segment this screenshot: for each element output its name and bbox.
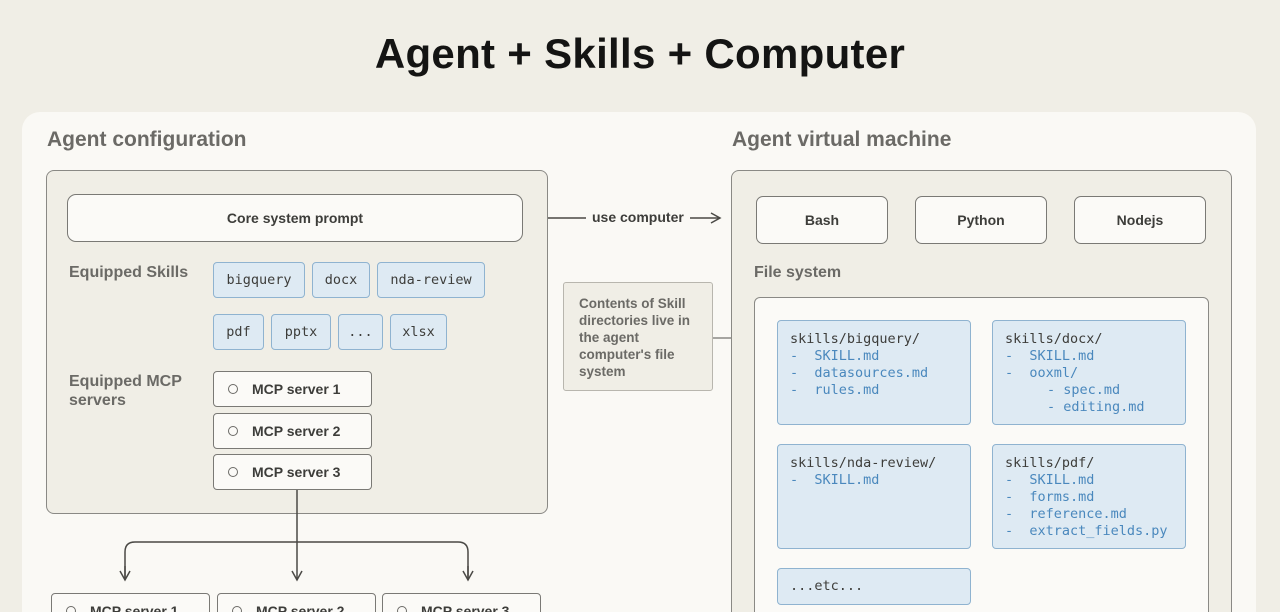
page-title: Agent + Skills + Computer	[374, 30, 906, 77]
mcp-server-label: MCP server 3	[421, 603, 510, 612]
directory-name: skills/pdf/	[1005, 455, 1095, 471]
skill-directory-etc: ...etc...	[777, 568, 971, 605]
external-mcp-server: MCP server 1	[51, 593, 210, 612]
file-entry: - ooxml/	[1005, 365, 1079, 381]
mcp-server-label: MCP server 2	[252, 423, 341, 439]
mcp-server-label: MCP server 2	[256, 603, 345, 612]
directory-name: ...etc...	[790, 578, 864, 594]
skill-directory-bigquery: skills/bigquery/ - SKILL.md - datasource…	[777, 320, 971, 425]
circle-icon	[232, 606, 242, 612]
skill-chip-docx: docx	[312, 262, 370, 298]
mcp-server-item: MCP server 1	[213, 371, 372, 407]
directory-name: skills/docx/	[1005, 331, 1103, 347]
external-mcp-server: MCP server 2	[217, 593, 376, 612]
skill-chip-nda-review: nda-review	[377, 262, 485, 298]
file-entry: - SKILL.md	[790, 472, 880, 488]
core-system-prompt: Core system prompt	[67, 194, 523, 242]
file-entry: - editing.md	[1047, 399, 1145, 415]
mcp-fanout-branches	[124, 541, 469, 580]
circle-icon	[228, 467, 238, 477]
mcp-server-label: MCP server 1	[252, 381, 341, 397]
equipped-skills-label: Equipped Skills	[69, 264, 189, 281]
circle-icon	[66, 606, 76, 612]
file-entry: - SKILL.md	[1005, 472, 1095, 488]
equipped-mcp-servers-label: Equipped MCP servers	[69, 373, 182, 409]
circle-icon	[228, 384, 238, 394]
skill-directory-docx: skills/docx/ - SKILL.md - ooxml/ - spec.…	[992, 320, 1186, 425]
skill-chip-pdf: pdf	[213, 314, 264, 350]
mcp-server-item: MCP server 3	[213, 454, 372, 490]
skill-chip-bigquery: bigquery	[213, 262, 305, 298]
skill-directory-pdf: skills/pdf/ - SKILL.md - forms.md - refe…	[992, 444, 1186, 549]
file-entry: - reference.md	[1005, 506, 1127, 522]
mcp-server-item: MCP server 2	[213, 413, 372, 449]
agent-configuration-heading: Agent configuration	[47, 128, 247, 151]
file-system-label: File system	[754, 264, 842, 281]
skill-directories-note: Contents of Skill directories live in th…	[563, 282, 713, 391]
runtime-python: Python	[915, 196, 1047, 244]
runtime-bash: Bash	[756, 196, 888, 244]
file-entry: - SKILL.md	[790, 348, 880, 364]
directory-name: skills/bigquery/	[790, 331, 921, 347]
file-entry: - SKILL.md	[1005, 348, 1095, 364]
circle-icon	[397, 606, 407, 612]
file-entry: - rules.md	[790, 382, 880, 398]
mcp-server-label: MCP server 1	[90, 603, 179, 612]
file-entry: - extract_fields.py	[1005, 523, 1168, 539]
skill-directory-nda-review: skills/nda-review/ - SKILL.md	[777, 444, 971, 549]
agent-virtual-machine-heading: Agent virtual machine	[732, 128, 952, 151]
skill-chip-pptx: pptx	[271, 314, 331, 350]
circle-icon	[228, 426, 238, 436]
file-entry: - forms.md	[1005, 489, 1095, 505]
skill-chip-xlsx: xlsx	[390, 314, 447, 350]
use-computer-label: use computer	[592, 209, 684, 225]
skill-chip-more: ...	[338, 314, 383, 350]
mcp-server-label: MCP server 3	[252, 464, 341, 480]
external-mcp-server: MCP server 3	[382, 593, 541, 612]
file-entry: - datasources.md	[790, 365, 929, 381]
runtime-nodejs: Nodejs	[1074, 196, 1206, 244]
file-entry: - spec.md	[1047, 382, 1121, 398]
directory-name: skills/nda-review/	[790, 455, 937, 471]
